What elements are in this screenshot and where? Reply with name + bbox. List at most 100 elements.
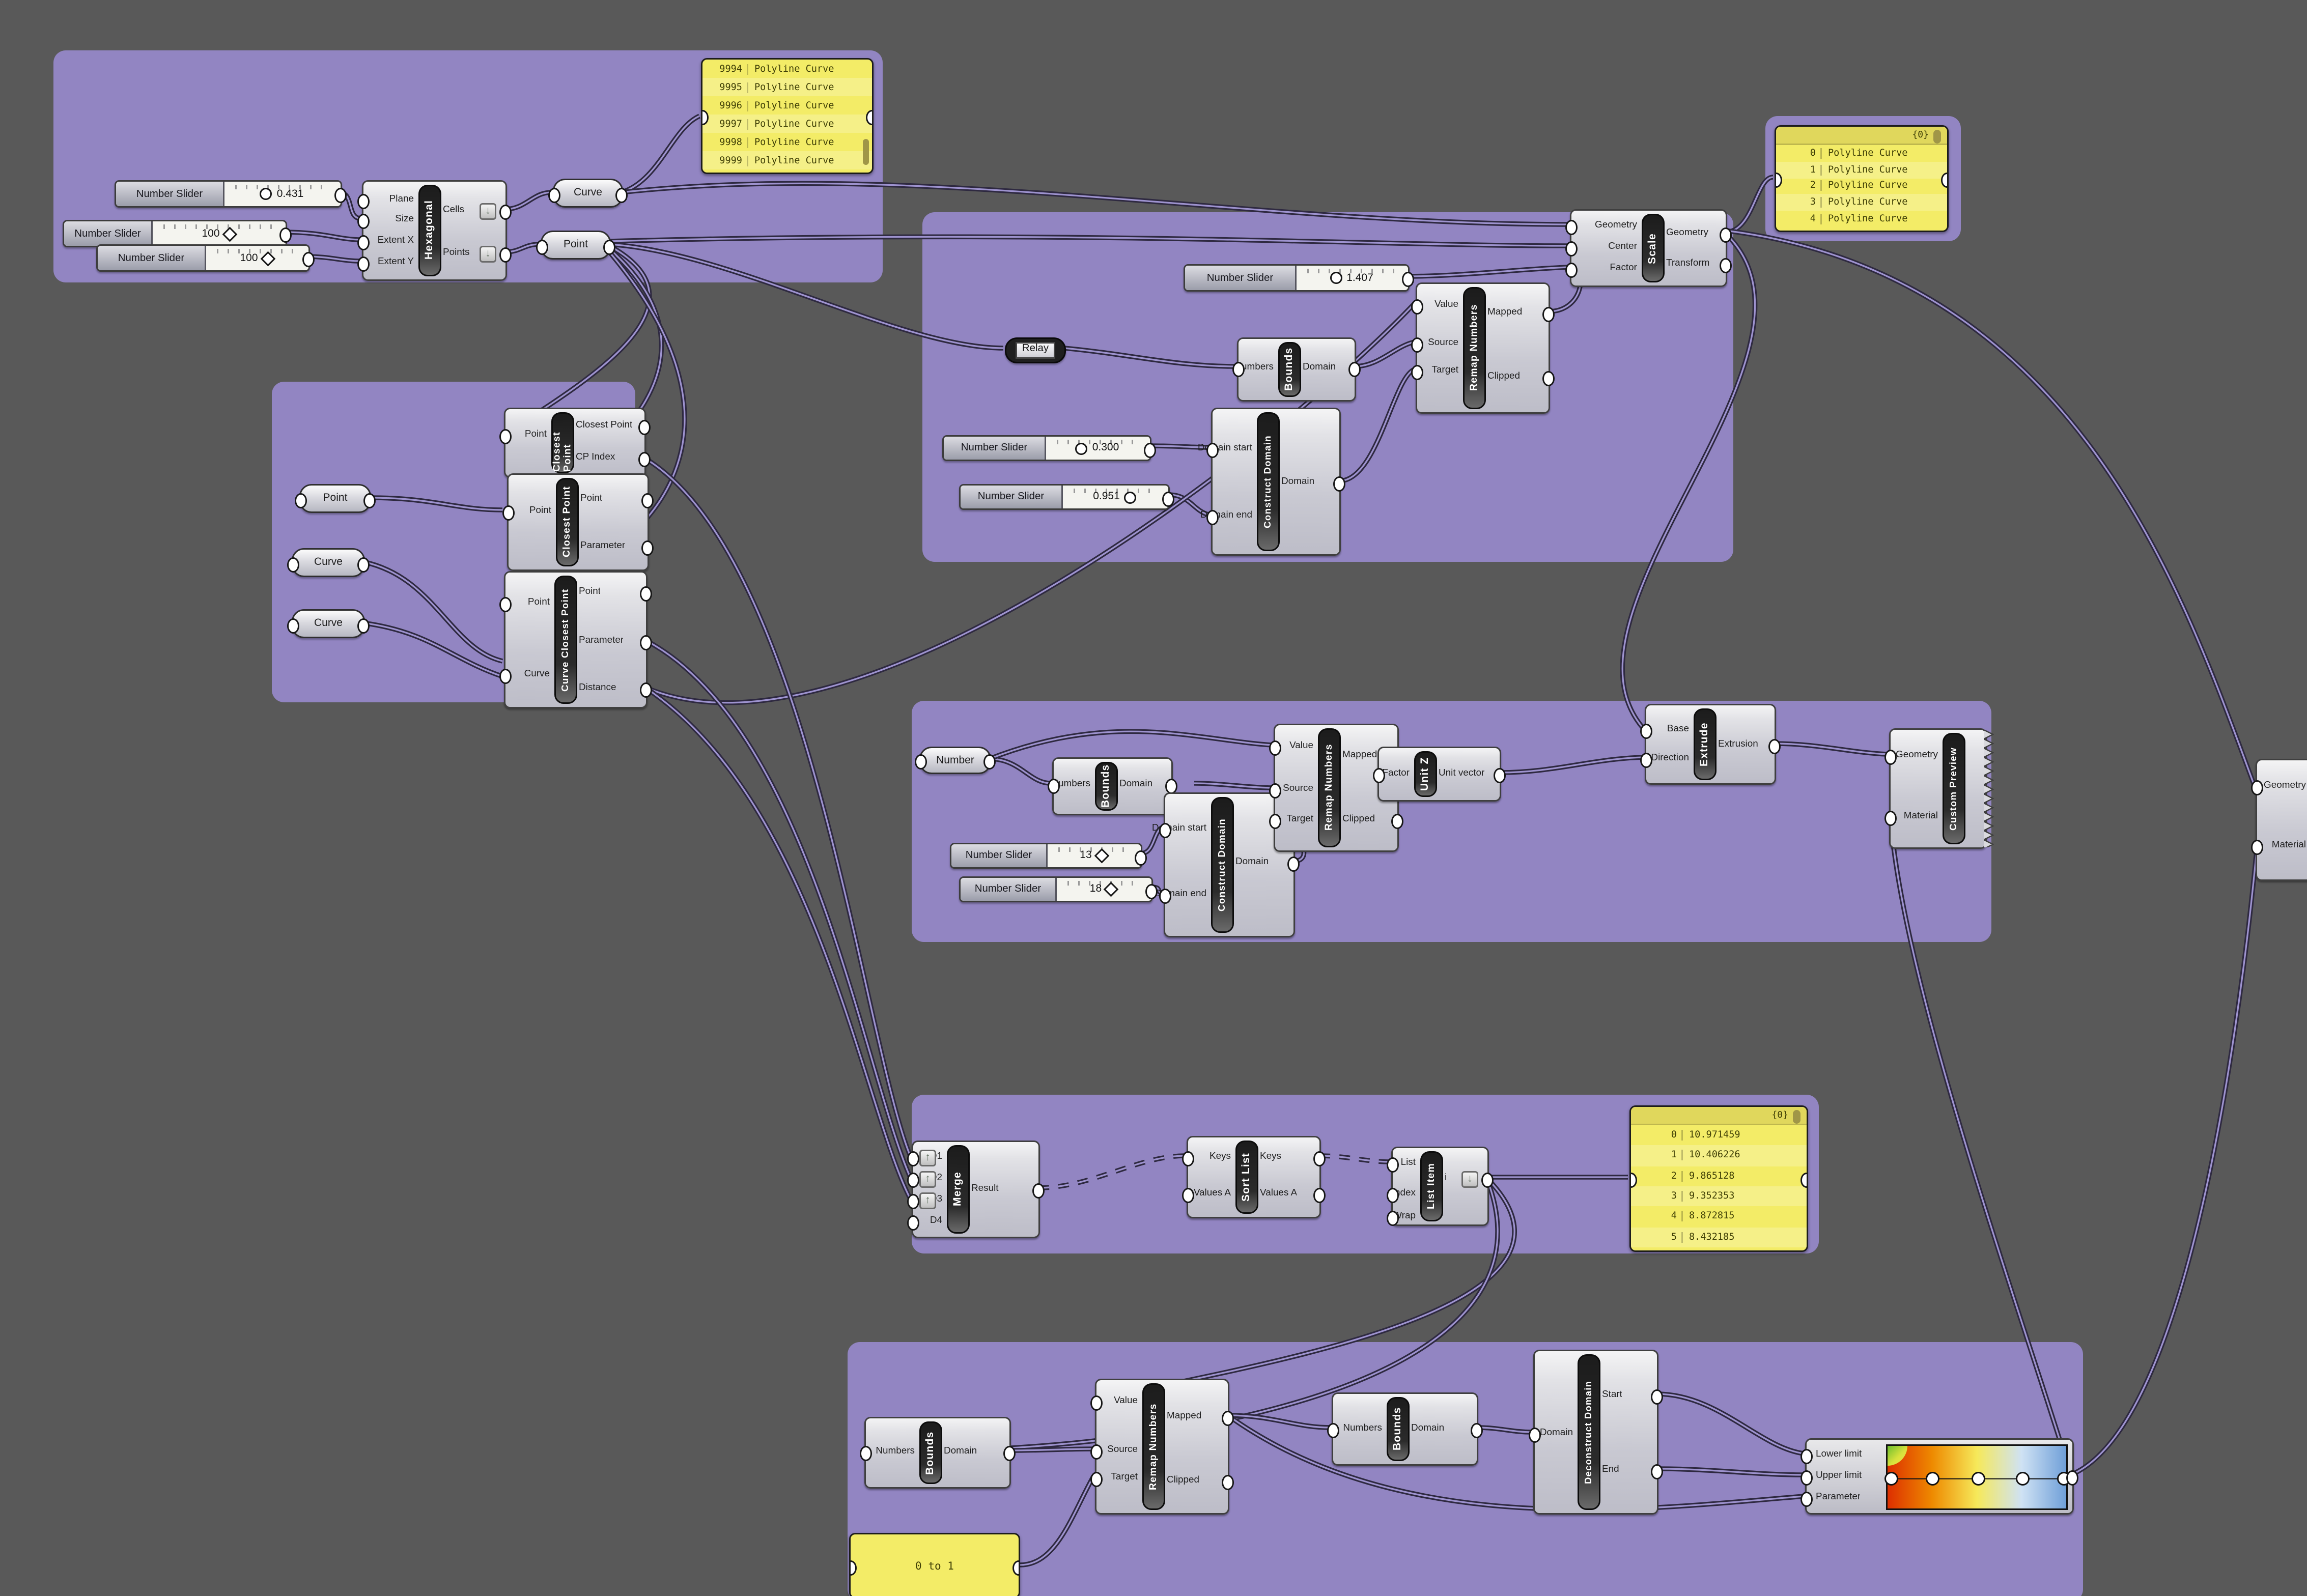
bounds-3-input-nub[interactable] [860,1446,872,1461]
construct-domain-1-input-nub[interactable] [1206,510,1219,525]
remap-numbers-3-output-nub[interactable] [1222,1411,1234,1426]
slider-13-knob[interactable] [1094,848,1110,864]
merge-output-nub[interactable] [1032,1183,1045,1199]
param-number[interactable]: Number [915,747,996,774]
sort-list-output-nub[interactable] [1313,1151,1326,1166]
construct-domain-1-output-nub[interactable] [1333,476,1345,492]
group-4[interactable] [912,701,1991,942]
param-point-left-output-nub[interactable] [363,492,376,508]
panel-0-to-1-output-nub[interactable] [1012,1559,1019,1575]
param-point-top[interactable]: Point [536,231,615,260]
custom-preview-1-nameplate[interactable]: Custom Preview [1943,733,1965,844]
panel-polyline-9994-output-nub[interactable] [866,110,872,125]
bounds-4-output-nub[interactable] [1471,1423,1483,1438]
curve-closest-point-output-nub[interactable] [640,682,652,698]
slider-100a-knob[interactable] [222,226,237,241]
graft-up-icon[interactable]: ↑ [919,1150,936,1166]
closest-point-1-input-nub[interactable] [499,429,512,444]
slider-0300-value[interactable]: 0.300 [1045,437,1150,460]
scale-output-nub[interactable] [1720,227,1732,243]
gradient-input-nub[interactable] [1800,1449,1813,1464]
sort-list-input-nub[interactable] [1182,1188,1194,1203]
slider-100b-value[interactable]: 100 [205,246,308,270]
panel-polyline-0-scrollbar[interactable] [1933,130,1941,144]
scale-input-nub[interactable] [1565,220,1578,235]
panel-polyline-0-output-nub[interactable] [1941,173,1947,188]
slider-0951-output-nub[interactable] [1162,491,1174,506]
slider-0431-output-nub[interactable] [334,188,347,203]
gradient-grip-dot[interactable] [1926,1471,1940,1485]
flatten-down-icon[interactable]: ↓ [1461,1171,1478,1188]
gradient-gradient-bar[interactable] [1885,1444,2070,1510]
remap-numbers-3-input-nub[interactable] [1090,1472,1103,1487]
unit-z-output-nub[interactable] [1494,768,1506,783]
slider-1407-output-nub[interactable] [1402,272,1414,287]
extrude-output-nub[interactable] [1768,739,1781,754]
deconstruct-domain-output-nub[interactable] [1651,1464,1663,1479]
slider-0431-value[interactable]: 0.431 [223,182,341,206]
bounds-3-output-nub[interactable] [1003,1446,1016,1461]
panel-0-to-1[interactable]: 0 to 1 [849,1533,1020,1596]
slider-0300-output-nub[interactable] [1144,442,1156,458]
scale-input-nub[interactable] [1565,263,1578,278]
extrude-input-nub[interactable] [1640,724,1652,739]
closest-point-1-output-nub[interactable] [638,420,651,435]
slider-18-value[interactable]: 18 [1055,878,1151,901]
param-number-input-nub[interactable] [915,754,927,770]
remap-numbers-1-nameplate[interactable]: Remap Numbers [1463,287,1486,409]
deconstruct-domain-input-nub[interactable] [1529,1428,1541,1443]
hexagonal-input-nub[interactable] [357,194,370,209]
relay[interactable]: Relay [1005,337,1066,363]
param-number-output-nub[interactable] [983,754,996,770]
gradient-input-nub[interactable] [1800,1470,1813,1486]
sort-list-nameplate[interactable]: Sort List [1235,1141,1258,1214]
gradient-corner-swatch[interactable] [1888,1446,1907,1466]
param-point-left[interactable]: Point [295,484,376,513]
extrude-nameplate[interactable]: Extrude [1694,708,1717,780]
param-point-top-output-nub[interactable] [603,239,615,254]
remap-numbers-1-input-nub[interactable] [1411,337,1423,353]
bounds-4-nameplate[interactable]: Bounds [1387,1397,1410,1461]
remap-numbers-1-output-nub[interactable] [1542,307,1555,322]
bounds-2-nameplate[interactable]: Bounds [1095,762,1118,811]
construct-domain-2-nameplate[interactable]: Construct Domain [1211,797,1234,933]
remap-numbers-2-input-nub[interactable] [1269,814,1281,829]
curve-closest-point-input-nub[interactable] [499,669,512,684]
graft-up-icon[interactable]: ↑ [919,1171,936,1188]
slider-0431-knob[interactable] [260,188,272,200]
closest-point-2-output-nub[interactable] [641,540,654,556]
slider-100a-value[interactable]: 100 [151,221,286,246]
param-curve-left2[interactable]: Curve [287,609,370,638]
remap-numbers-3-output-nub[interactable] [1222,1475,1234,1490]
custom-preview-1-input-nub[interactable] [1884,811,1897,826]
construct-domain-2-output-nub[interactable] [1287,857,1300,872]
custom-preview-1-input-nub[interactable] [1884,750,1897,765]
param-curve-left1[interactable]: Curve [287,548,370,577]
remap-numbers-2-input-nub[interactable] [1269,783,1281,799]
gradient-grip-dot[interactable] [1885,1471,1899,1485]
graft-up-icon[interactable]: ↑ [919,1192,936,1209]
custom-preview-2-input-nub[interactable] [2251,780,2263,795]
slider-13-value[interactable]: 13 [1046,844,1141,867]
merge-input-nub[interactable] [907,1194,919,1209]
hexagonal-output-nub[interactable] [499,205,512,220]
merge-input-nub[interactable] [907,1173,919,1188]
list-item-input-nub[interactable] [1387,1157,1399,1173]
panel-values-output-nub[interactable] [1800,1173,1807,1188]
remap-numbers-3-input-nub[interactable] [1090,1444,1103,1460]
curve-closest-point-output-nub[interactable] [640,586,652,602]
